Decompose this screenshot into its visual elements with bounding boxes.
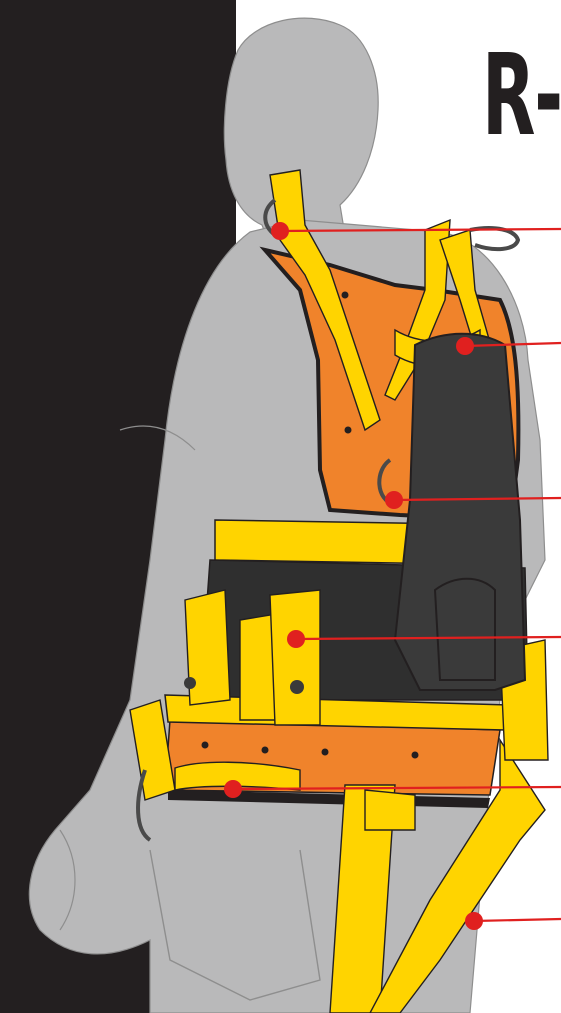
rivet-icon [290,680,304,694]
callout-dot [456,337,474,355]
callout-dot [271,222,289,240]
callout-dot [385,491,403,509]
callout-dot [224,780,242,798]
callout-dot [465,912,483,930]
rivet-icon [184,677,196,689]
callout-line [474,919,561,921]
callout-dot [287,630,305,648]
